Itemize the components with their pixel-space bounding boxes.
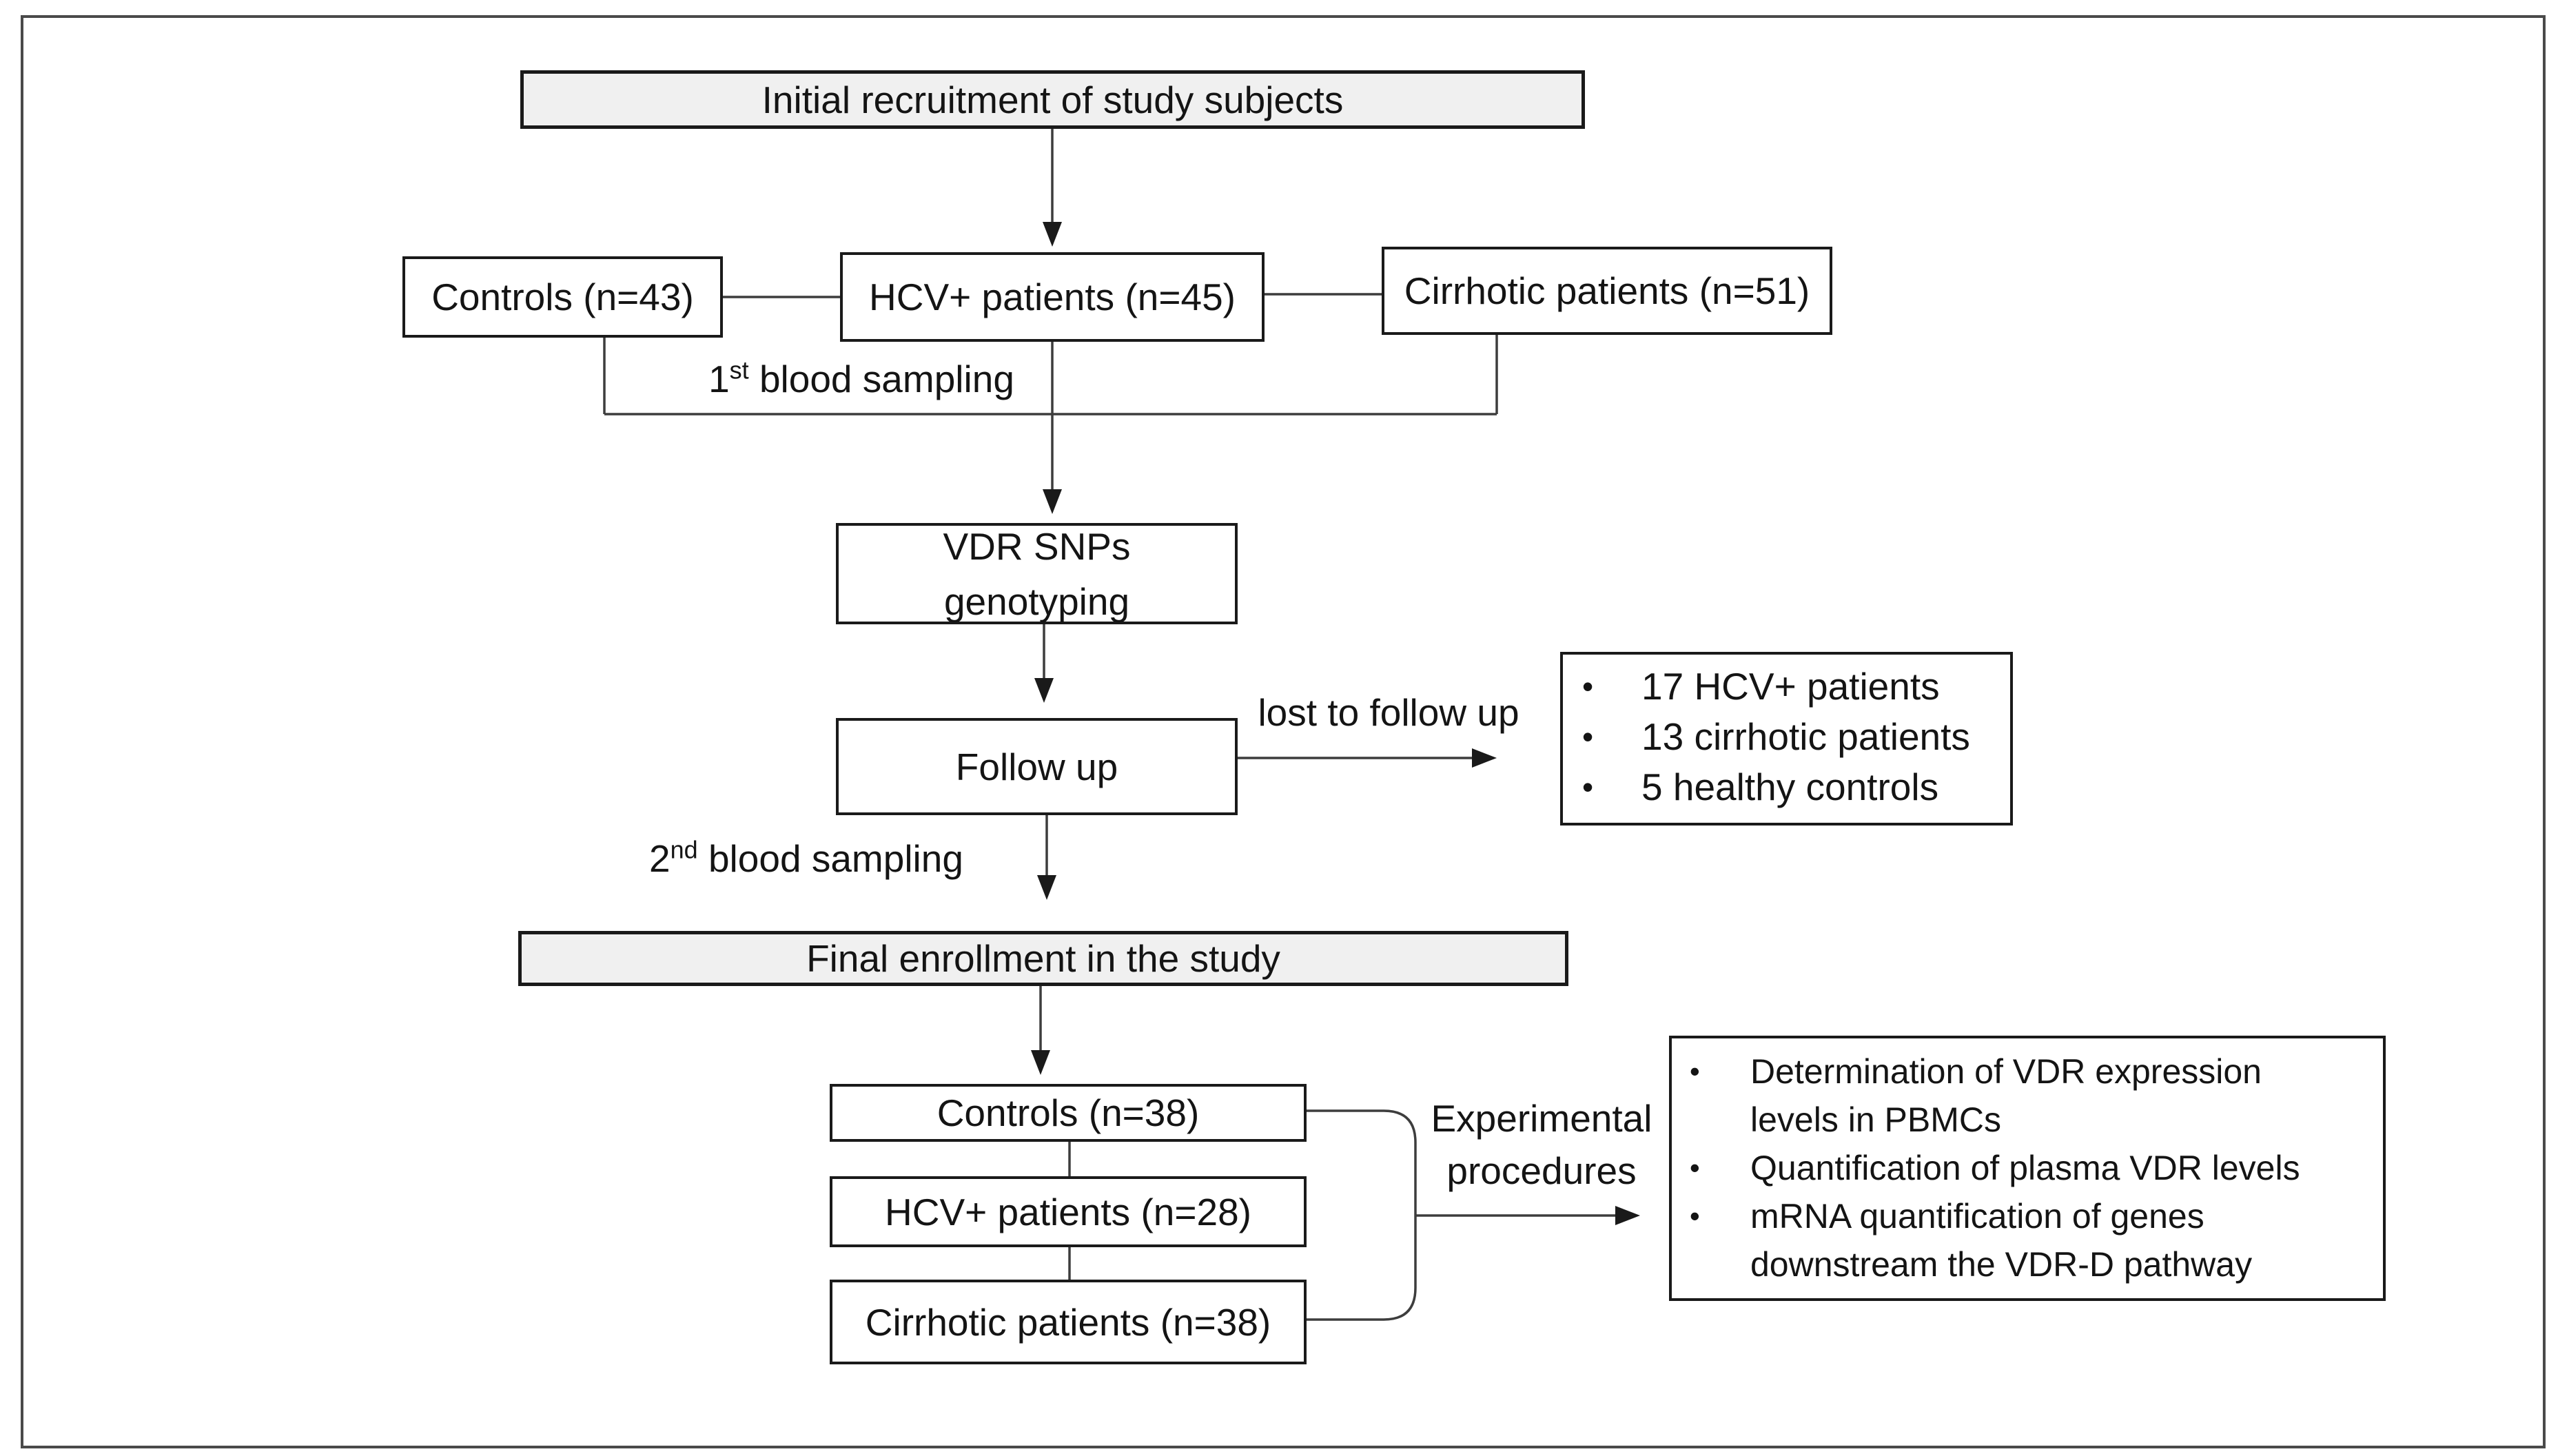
lost-to-follow-up-box: 17 HCV+ patients 13 cirrhotic patients 5…	[1560, 652, 2013, 826]
node-follow-up: Follow up	[836, 718, 1238, 815]
node-initial-recruitment: Initial recruitment of study subjects	[520, 70, 1585, 129]
node-hcv-final: HCV+ patients (n=28)	[830, 1176, 1307, 1247]
bullet-icon	[1690, 1144, 1750, 1192]
lost-item-hcv: 17 HCV+ patients	[1582, 662, 1996, 712]
node-follow-up-label: Follow up	[955, 745, 1118, 788]
label-first-blood-sampling: 1st blood sampling	[668, 357, 1054, 401]
procedure-item-mrna: mRNA quantification of genes downstream …	[1690, 1192, 2366, 1289]
node-controls-initial: Controls (n=43)	[402, 256, 723, 338]
label-second-blood-sampling-rest: blood sampling	[697, 837, 963, 880]
lost-item-cirrhotic: 13 cirrhotic patients	[1582, 712, 1996, 762]
node-vdr-genotyping-line2: genotyping	[943, 580, 1130, 623]
lost-item-controls-text: 5 healthy controls	[1641, 766, 1939, 808]
node-hcv-initial: HCV+ patients (n=45)	[840, 252, 1265, 342]
node-cirrhotic-initial-label: Cirrhotic patients (n=51)	[1404, 269, 1810, 312]
procedure-item-vdr-expression-text: Determination of VDR expression levels i…	[1750, 1052, 2262, 1139]
node-initial-recruitment-label: Initial recruitment of study subjects	[761, 78, 1344, 121]
bullet-icon	[1582, 712, 1641, 762]
lost-item-controls: 5 healthy controls	[1582, 762, 1996, 812]
label-second-blood-sampling: 2nd blood sampling	[641, 837, 972, 881]
procedure-item-plasma-vdr: Quantification of plasma VDR levels	[1690, 1144, 2366, 1192]
arrowhead-followup-to-lostbox	[1472, 748, 1497, 768]
node-controls-final: Controls (n=38)	[830, 1084, 1307, 1142]
node-cirrhotic-final-label: Cirrhotic patients (n=38)	[865, 1300, 1271, 1344]
label-first-blood-sampling-base: 1	[708, 358, 730, 400]
lost-item-hcv-text: 17 HCV+ patients	[1641, 665, 1940, 708]
procedures-box: Determination of VDR expression levels i…	[1669, 1036, 2386, 1301]
label-experimental-procedures-line2: procedures	[1446, 1149, 1637, 1192]
arrowhead-followup-to-final	[1037, 875, 1056, 900]
procedure-item-vdr-expression: Determination of VDR expression levels i…	[1690, 1047, 2366, 1144]
label-second-blood-sampling-sup: nd	[670, 835, 698, 864]
arrowhead-initial-to-row	[1043, 222, 1062, 247]
arrowhead-vdr-to-followup	[1034, 678, 1054, 703]
node-final-enrollment-label: Final enrollment in the study	[806, 937, 1280, 980]
bullet-icon	[1582, 662, 1641, 712]
label-experimental-procedures: Experimental procedures	[1421, 1092, 1662, 1197]
arrowhead-row-to-vdr	[1043, 489, 1062, 514]
bullet-icon	[1690, 1047, 1750, 1096]
label-experimental-procedures-line1: Experimental	[1431, 1097, 1652, 1140]
label-first-blood-sampling-sup: st	[729, 356, 749, 384]
node-final-enrollment: Final enrollment in the study	[518, 931, 1568, 986]
node-cirrhotic-final: Cirrhotic patients (n=38)	[830, 1280, 1307, 1364]
bullet-icon	[1690, 1192, 1750, 1240]
arrowhead-groups-to-procedures	[1615, 1206, 1640, 1225]
label-second-blood-sampling-base: 2	[649, 837, 671, 880]
procedure-item-mrna-text: mRNA quantification of genes downstream …	[1750, 1197, 2253, 1284]
bullet-icon	[1582, 762, 1641, 812]
node-cirrhotic-initial: Cirrhotic patients (n=51)	[1382, 247, 1832, 335]
label-first-blood-sampling-rest: blood sampling	[748, 358, 1014, 400]
diagram-frame	[21, 15, 2546, 1448]
node-controls-initial-label: Controls (n=43)	[431, 276, 694, 318]
arrowhead-final-to-groups	[1031, 1050, 1050, 1075]
lost-item-cirrhotic-text: 13 cirrhotic patients	[1641, 715, 1970, 758]
label-lost-to-follow-up: lost to follow up	[1258, 691, 1519, 734]
node-vdr-genotyping-line1: VDR SNPs	[943, 524, 1131, 568]
node-vdr-genotyping: VDR SNPs genotyping	[836, 523, 1238, 624]
procedure-item-plasma-vdr-text: Quantification of plasma VDR levels	[1750, 1149, 2300, 1187]
node-controls-final-label: Controls (n=38)	[936, 1091, 1200, 1134]
bracket2-groups	[1307, 1109, 1417, 1321]
node-hcv-final-label: HCV+ patients (n=28)	[885, 1190, 1251, 1233]
node-hcv-initial-label: HCV+ patients (n=45)	[869, 276, 1236, 318]
